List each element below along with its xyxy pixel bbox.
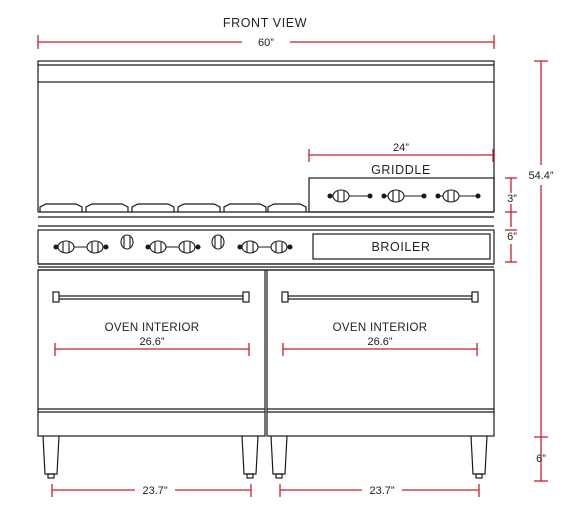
oven-right-handle [281, 291, 479, 303]
oven-left-width-label: 23.7” [142, 485, 167, 497]
knob-pair-2 [145, 240, 201, 254]
dimension-lines [51, 60, 548, 497]
griddle-knob-3 [435, 189, 481, 203]
oven-right-width-label: 23.7” [369, 485, 394, 497]
griddle-width-label: 24” [393, 142, 409, 154]
broiler-door [312, 233, 491, 260]
broiler-label: BROILER [371, 240, 430, 254]
leg-height-label: 6” [536, 453, 546, 465]
oven-left-label: OVEN INTERIOR [105, 322, 200, 334]
oven-interior-left-width-label: 26.6” [139, 336, 164, 348]
burner-grates [39, 203, 307, 212]
control-knobs [53, 189, 481, 254]
knob-pair-1 [53, 240, 109, 254]
griddle-knob-2 [381, 189, 427, 203]
overall-width-label: 60” [258, 37, 274, 49]
diagram-title: FRONT VIEW [223, 16, 307, 30]
oven-interior-right-width-label: 26.6” [367, 336, 392, 348]
legs [42, 435, 488, 479]
knob-single-1 [120, 234, 134, 250]
oven-left [37, 269, 266, 437]
overall-height-label: 54.4” [528, 170, 553, 182]
overall-width-dimension [37, 35, 495, 49]
oven-left-handle [52, 291, 250, 303]
knob-pair-3 [237, 240, 293, 254]
knob-single-2 [211, 234, 225, 250]
oven-right-label: OVEN INTERIOR [333, 322, 428, 334]
griddle-height-label: 3” [507, 193, 517, 205]
griddle-knob-1 [327, 189, 373, 203]
backsplash-shelf [37, 60, 495, 83]
range-outline [37, 60, 495, 479]
broiler-height-label: 6” [507, 231, 517, 243]
griddle-label: GRIDDLE [371, 163, 431, 177]
oven-right [266, 269, 495, 437]
